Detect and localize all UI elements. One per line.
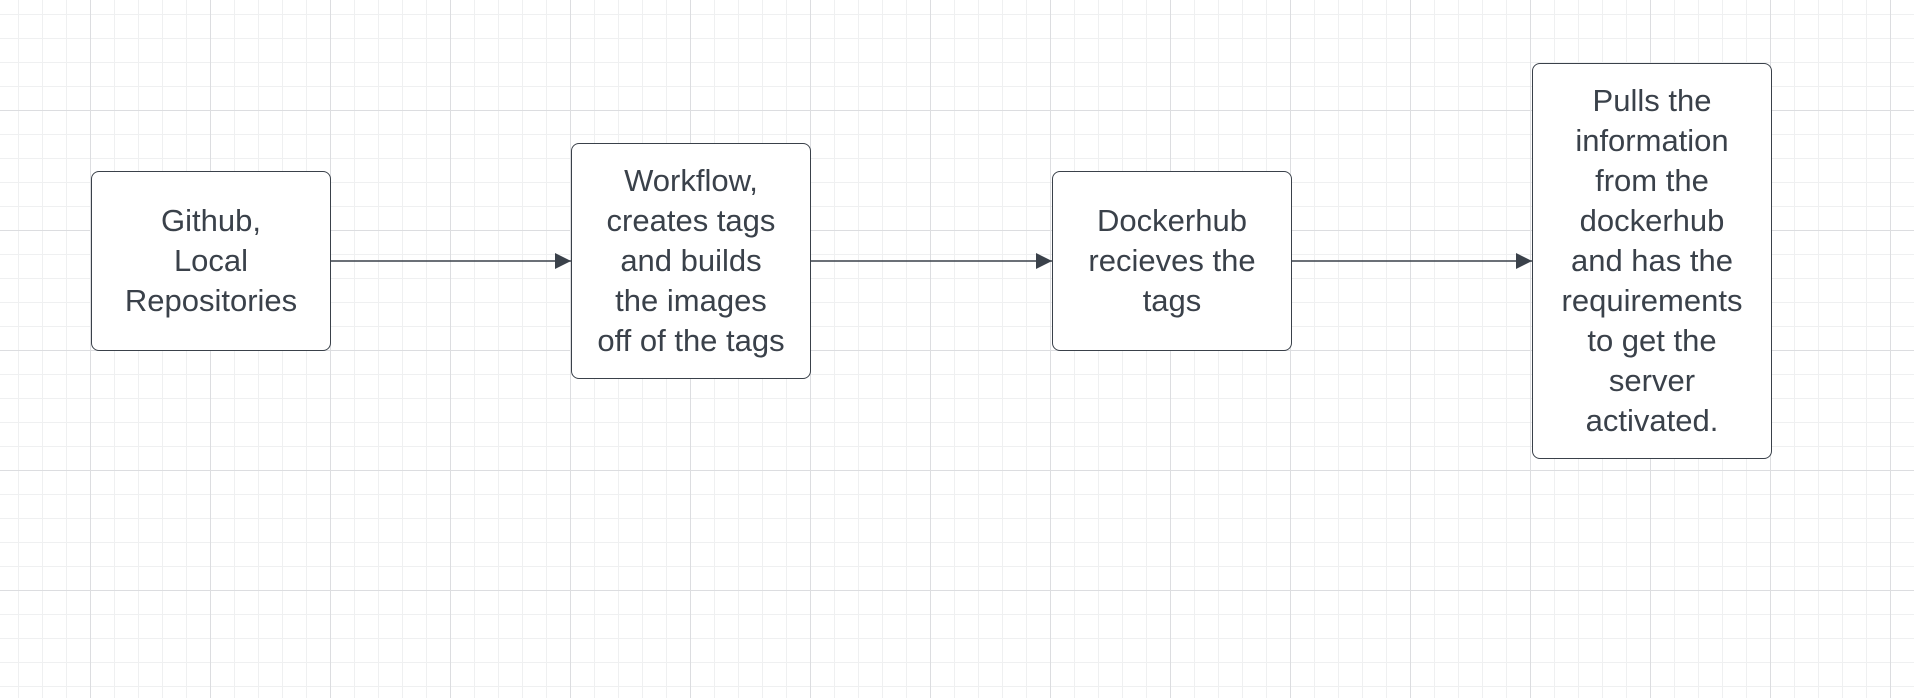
node-label: Workflow,creates tagsand buildsthe image… <box>597 163 785 358</box>
node-dockerhub[interactable]: Dockerhubrecieves thetags <box>1052 171 1292 351</box>
node-server-activation[interactable]: Pulls theinformationfrom thedockerhuband… <box>1532 63 1772 459</box>
node-workflow[interactable]: Workflow,creates tagsand buildsthe image… <box>571 143 811 379</box>
node-github-local-repositories[interactable]: Github,LocalRepositories <box>91 171 331 351</box>
node-label: Pulls theinformationfrom thedockerhuband… <box>1561 83 1743 438</box>
node-label: Dockerhubrecieves thetags <box>1088 203 1256 318</box>
node-label: Github,LocalRepositories <box>124 203 298 318</box>
